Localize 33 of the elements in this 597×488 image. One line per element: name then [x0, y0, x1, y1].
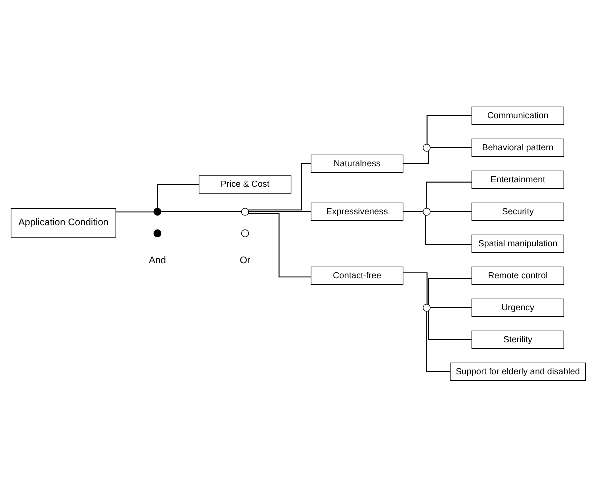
node-box: Contact-free: [310, 266, 404, 286]
connector: [248, 213, 312, 278]
connector: [428, 310, 472, 340]
node-box: Expressiveness: [310, 202, 404, 222]
node-circle: [422, 144, 431, 152]
connector: [116, 212, 155, 213]
node-box: Urgency: [472, 298, 564, 318]
legend-label: And: [149, 255, 166, 266]
connector: [157, 184, 200, 209]
node-box: Spatial manipulation: [472, 234, 564, 254]
node-dot: [154, 208, 162, 216]
node-box: Price & Cost: [198, 176, 292, 194]
node-box: Naturalness: [310, 154, 404, 174]
connector: [426, 182, 472, 209]
connector: [426, 116, 472, 145]
node-box: Behavioral pattern: [472, 138, 564, 158]
connector: [402, 150, 430, 164]
connector: [248, 164, 312, 211]
node-circle: [422, 304, 431, 312]
connector: [426, 311, 451, 372]
node-box: Sterility: [472, 330, 564, 350]
connector: [403, 272, 428, 305]
connector: [425, 215, 472, 246]
node-box: Entertainment: [472, 170, 564, 190]
node-box: Remote control: [472, 266, 564, 286]
node-circle: [422, 208, 431, 216]
node-circle: [241, 208, 250, 216]
node-box: Support for elderly and disabled: [450, 362, 586, 382]
node-box: Communication: [472, 106, 564, 126]
legend-label: Or: [240, 255, 251, 266]
node-box: Security: [472, 202, 564, 222]
node-box: Application Condition: [10, 208, 116, 238]
connector: [428, 278, 472, 306]
